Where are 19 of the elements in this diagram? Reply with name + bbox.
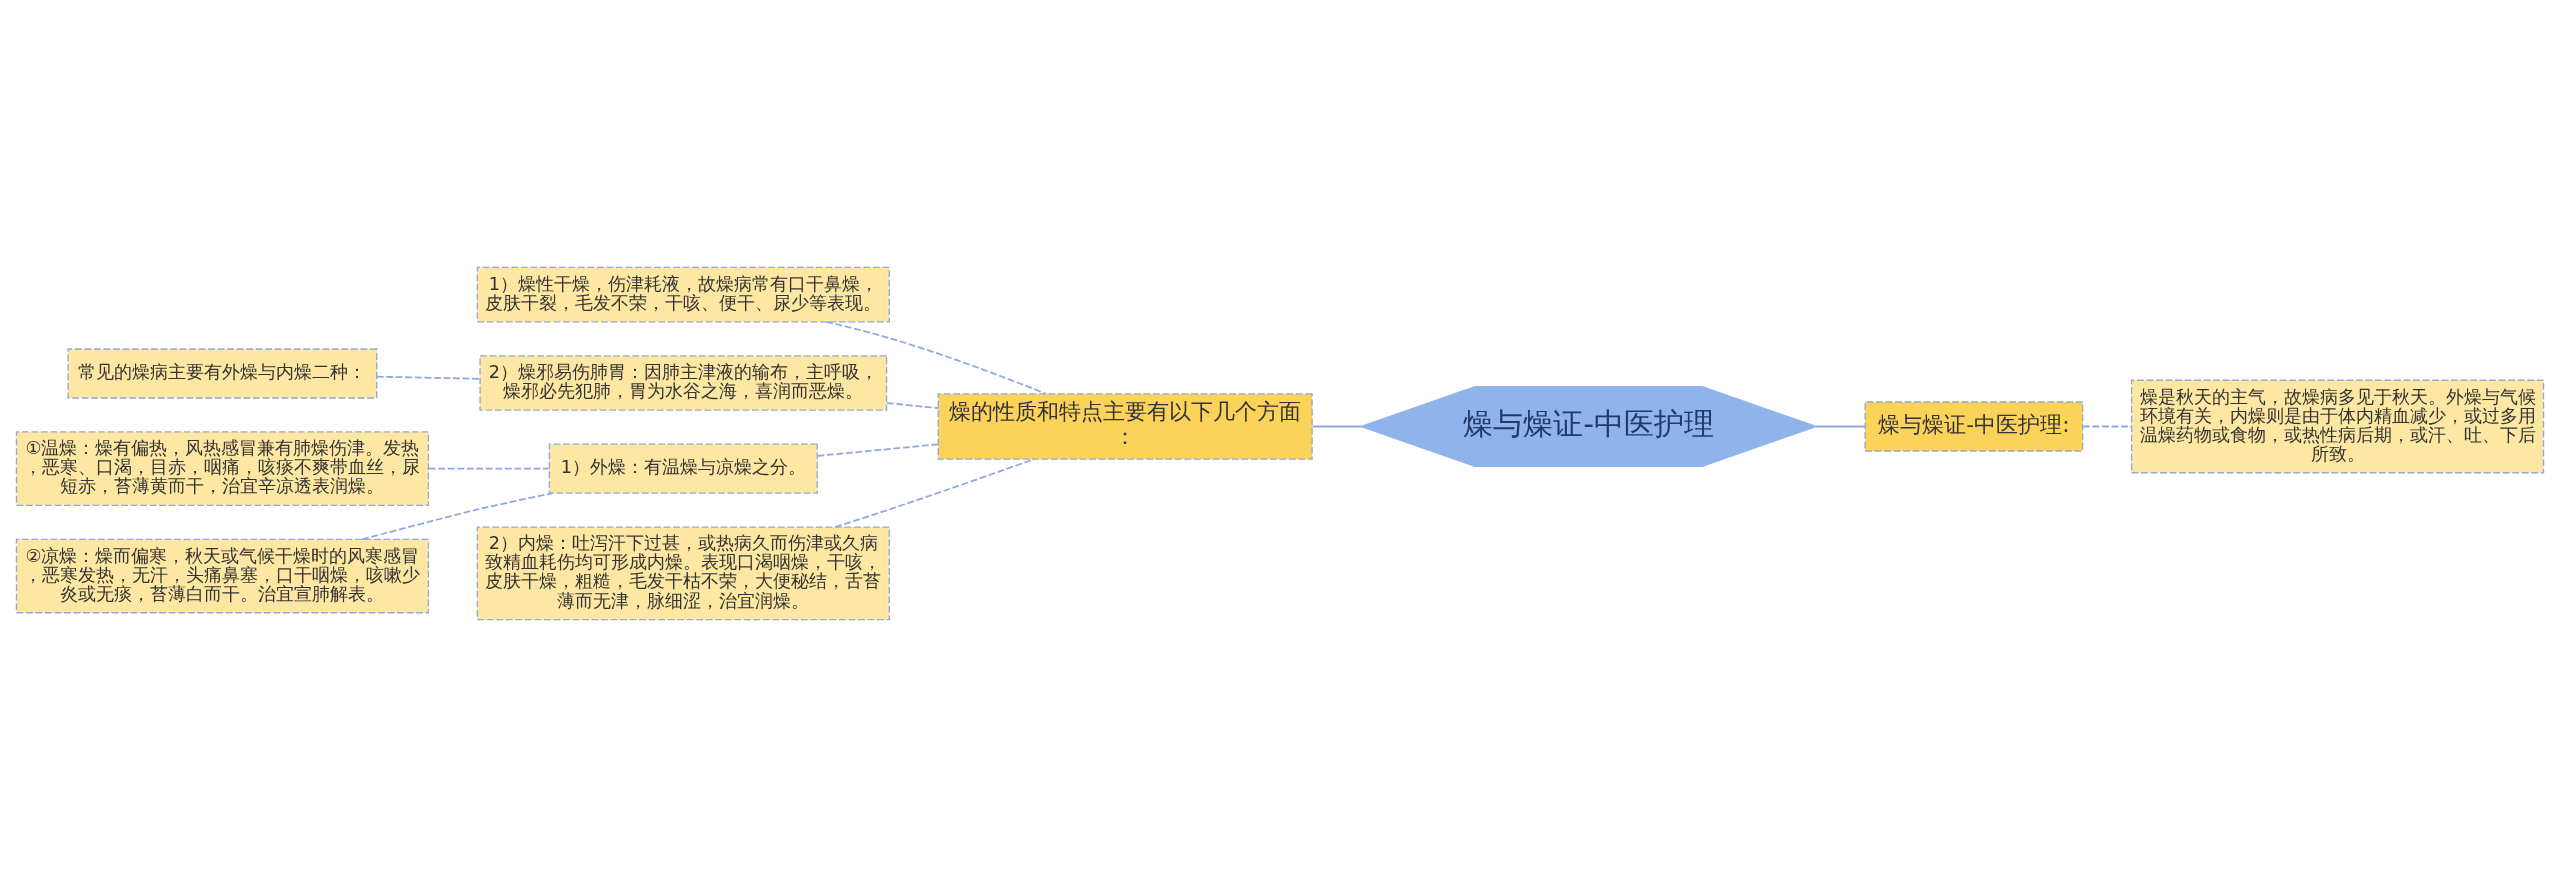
node-box: 2）内燥：吐泻汗下过甚，或热病久而伤津或久病致精血耗伤均可形成内燥。表现口渴咽燥，干咳，皮肤干燥，粗糙，毛发干枯不荣，大便秘结，舌苔薄而无津，脉细涩，治宜润燥。: [476, 526, 890, 621]
node-box: 常见的燥病主要有外燥与内燥二种：: [67, 348, 378, 399]
connector: [886, 402, 940, 409]
connector: [834, 458, 1035, 528]
node-box: 1）外燥：有温燥与凉燥之分。: [548, 443, 818, 494]
connector: [1815, 425, 1866, 428]
connector: [816, 443, 939, 457]
connector: [427, 467, 550, 470]
connector: [1311, 425, 1362, 428]
node-box: 1）燥性干燥，伤津耗液，故燥病常有口干鼻燥，皮肤干裂，毛发不荣，干咳、便干、尿少等表现。: [476, 266, 890, 323]
node-box: 燥的性质和特点主要有以下几个方面：: [937, 393, 1313, 460]
node-box: ②凉燥：燥而偏寒，秋天或气候干燥时的风寒感冒，恶寒发热，无汗，头痛鼻塞，口干咽燥，咳嗽少炎或无痰，苔薄白而干。治宜宣肺解表。: [15, 538, 430, 614]
connector: [361, 492, 554, 541]
connector: [825, 320, 1047, 395]
connector: [376, 375, 481, 380]
node-box: ①温燥：燥有偏热，风热感冒兼有肺燥伤津。发热，恶寒、口渴，目赤，咽痛，咳痰不爽带血丝，尿短赤，苔薄黄而干，治宜辛凉透表润燥。: [15, 431, 430, 507]
node-box: 燥是秋天的主气，故燥病多见于秋天。外燥与气候环境有关，内燥则是由于体内精血减少，或过多用温燥药物或食物，或热性病后期，或汗、吐、下后所致。: [2130, 379, 2545, 474]
node-box: 燥与燥证-中医护理:: [1864, 401, 2084, 452]
node-box: 2）燥邪易伤肺胃：因肺主津液的输布，主呼吸，燥邪必先犯肺，胃为水谷之海，喜润而恶燥。: [479, 355, 888, 411]
